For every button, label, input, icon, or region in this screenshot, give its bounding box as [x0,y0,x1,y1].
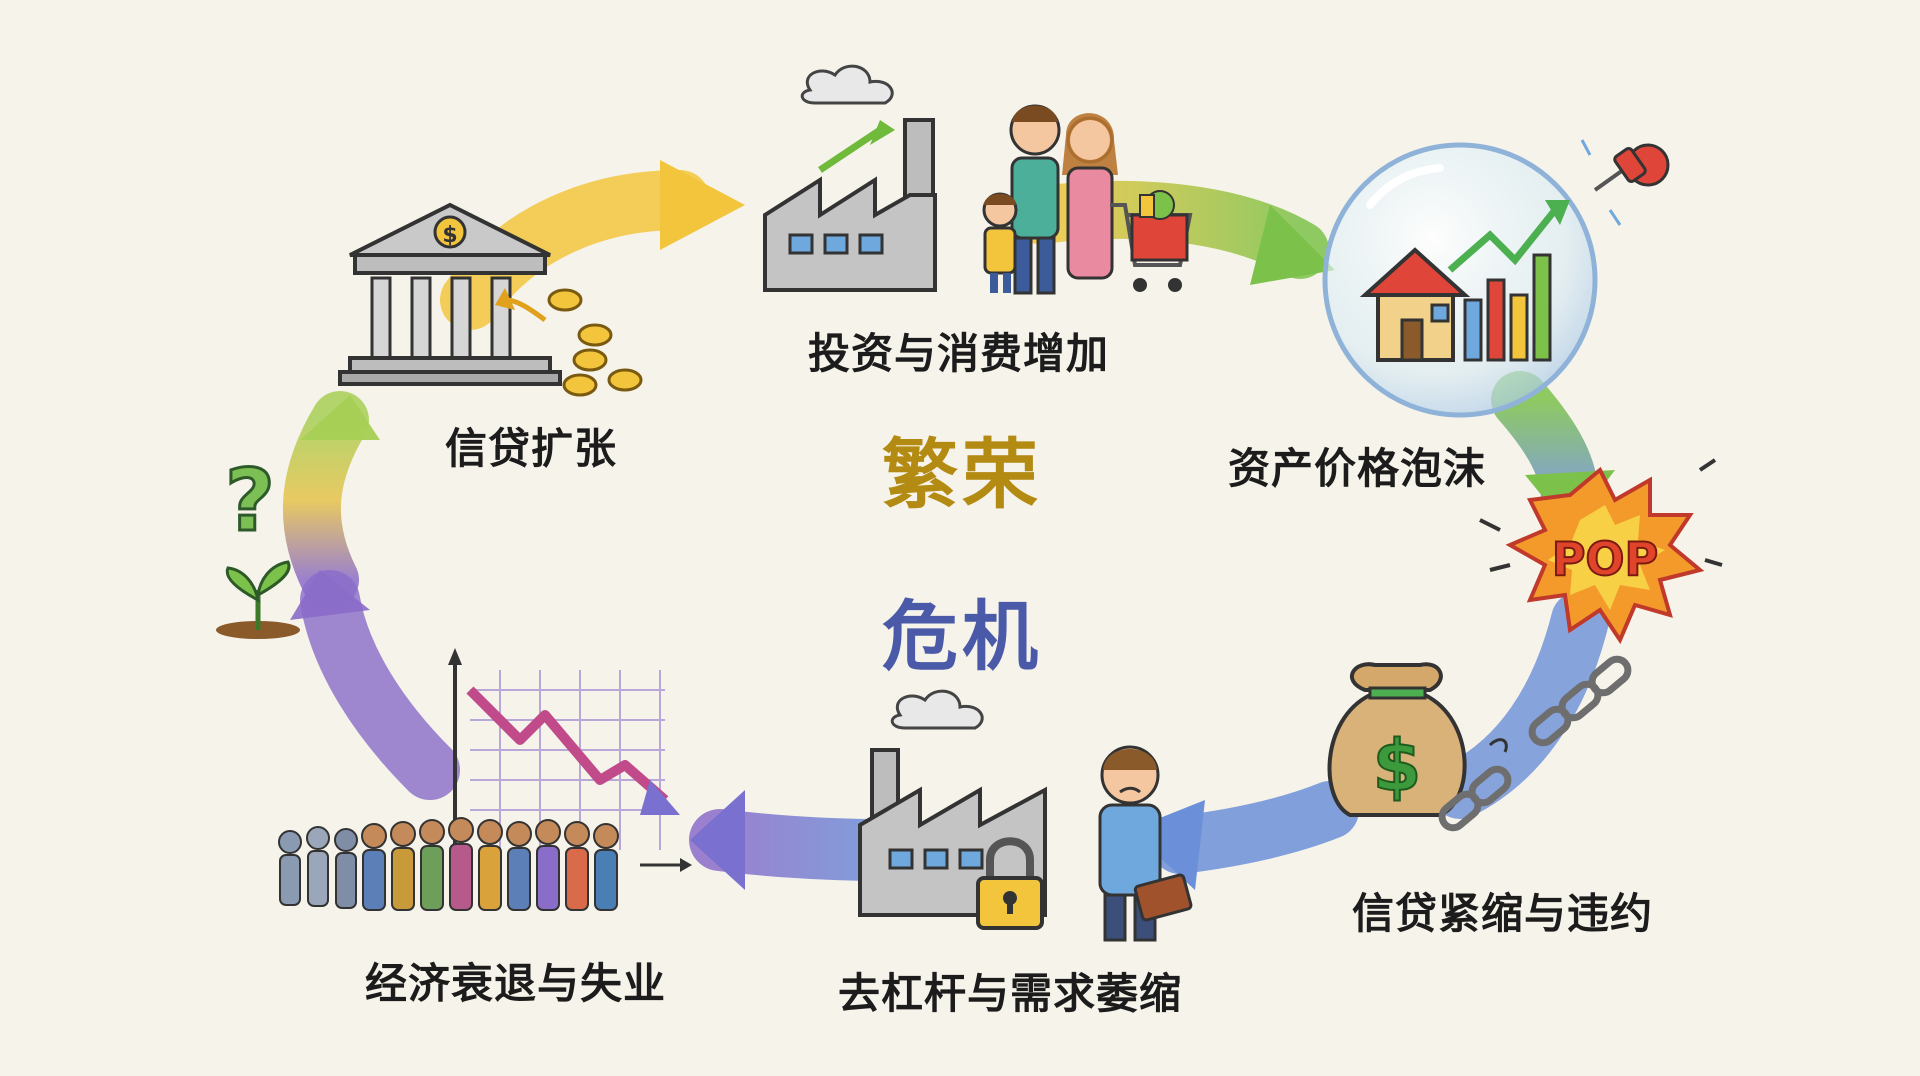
factory-growth-icon [763,64,937,292]
money-bag-icon: $ [1327,662,1467,817]
question-mark-icon: ? [224,450,277,553]
stage-label-investment-consumption: 投资与消费增加 [808,329,1110,378]
pin-icon [1580,139,1670,226]
declining-chart-icon [448,648,692,880]
center-label-crisis: 危机 [882,592,1042,681]
stage-label-credit-contraction: 信贷紧缩与违约 [1352,889,1654,938]
stage-label-recession: 经济衰退与失业 [365,959,667,1008]
svg-text:$: $ [1373,725,1422,807]
family-shopping-icon [982,104,1193,295]
bank-icon: $ [338,202,562,386]
bank-dollar-sign: $ [442,223,457,248]
svg-text:?: ? [225,451,275,551]
sprout-icon [216,560,300,639]
asset-bubble-icon [1322,142,1598,418]
arrow-left-rising [282,391,460,800]
arrow-deleveraging-to-recession [689,790,911,890]
sad-worker-icon [1098,745,1193,942]
stage-label-deleveraging: 去杠杆与需求萎缩 [838,969,1183,1018]
unemployed-crowd-icon [278,817,619,911]
coins-icon [495,288,643,397]
stage-label-credit-expansion: 信贷扩张 [445,424,618,473]
svg-text:POP: POP [1552,532,1659,586]
factory-locked-icon [858,689,1047,930]
center-label-prosperity: 繁荣 [882,430,1042,519]
stage-label-asset-bubble: 资产价格泡沫 [1228,444,1487,493]
broken-chain-icon [1438,655,1632,832]
arrow-credit-to-investment [440,160,745,330]
pop-burst-icon: POP [1479,458,1723,645]
